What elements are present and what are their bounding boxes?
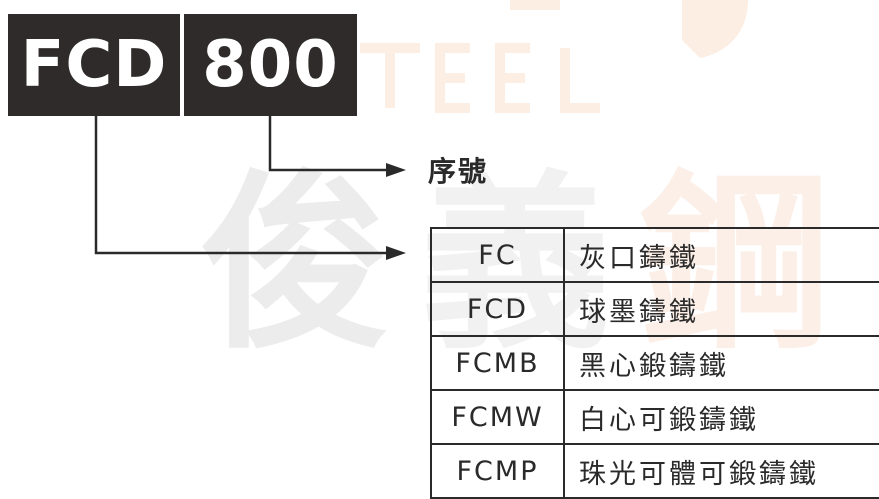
type-code-cell: FCMB — [431, 336, 565, 391]
type-code-cell: FC — [431, 228, 565, 283]
type-name-cell: 白心可鍛鑄鐵 — [564, 390, 879, 445]
type-name-cell: 黑心鍛鑄鐵 — [564, 336, 879, 391]
type-code-cell: FCD — [431, 282, 565, 337]
serial-arrowhead — [386, 163, 406, 177]
cast-iron-type-table: FC 灰口鑄鐵 FCD 球墨鑄鐵 FCMB 黑心鍛鑄鐵 FCMW 白心可鍛鑄鐵 … — [430, 227, 879, 499]
prefix-connector-line — [94, 116, 388, 255]
table-row: FCMB 黑心鍛鑄鐵 — [431, 336, 879, 391]
prefix-arrowhead — [386, 246, 406, 260]
type-name-cell: 灰口鑄鐵 — [564, 228, 879, 283]
table-row: FC 灰口鑄鐵 — [431, 228, 879, 283]
serial-label: 序號 — [428, 155, 489, 188]
table-row: FCMW 白心可鍛鑄鐵 — [431, 390, 879, 445]
table-row: FCMP 珠光可體可鍛鑄鐵 — [431, 444, 879, 498]
type-code-cell: FCMP — [431, 444, 565, 498]
code-number-box: 800 — [184, 14, 357, 116]
type-name-cell: 珠光可體可鍛鑄鐵 — [579, 458, 819, 490]
connector-lines — [94, 116, 406, 260]
type-name-cell: 球墨鑄鐵 — [564, 282, 879, 337]
table-row: FCD 球墨鑄鐵 — [431, 282, 879, 337]
type-code-cell: FCMW — [431, 390, 565, 445]
code-prefix-box: FCD — [8, 14, 180, 116]
serial-connector-line — [268, 116, 388, 172]
